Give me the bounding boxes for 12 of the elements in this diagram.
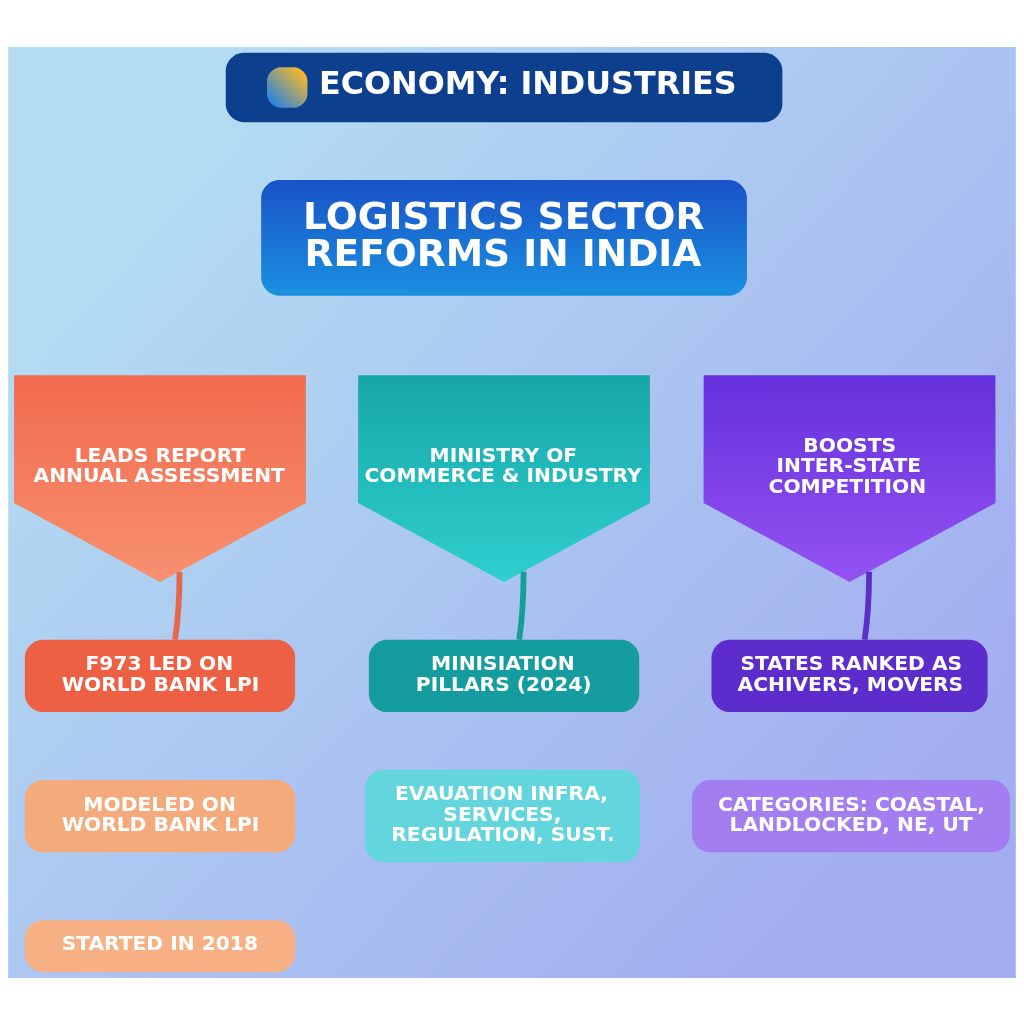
node-box: MINISIATION PILLARS (2024) <box>368 639 640 712</box>
node-box: LOGISTICS SECTOR REFORMS IN INDIA <box>261 179 747 296</box>
node-box: ECONOMY: INDUSTRIES <box>225 52 783 122</box>
node-box: MODELED ON WORLD BANK LPI <box>24 779 296 852</box>
node-box: EVAUATION INFRA, SERVICES, REGULATION, SUST. <box>365 769 640 862</box>
node-box: F973 LED ON WORLD BANK LPI <box>24 639 296 712</box>
node-box: STATES RANKED AS ACHIVERS, MOVERS <box>711 639 988 712</box>
connector <box>861 571 872 640</box>
connector <box>172 571 183 640</box>
node-box: CATEGORIES: COASTAL, LANDLOCKED, NE, UT <box>692 779 1011 852</box>
node-box: STARTED IN 2018 <box>24 919 296 972</box>
connector <box>516 571 527 640</box>
